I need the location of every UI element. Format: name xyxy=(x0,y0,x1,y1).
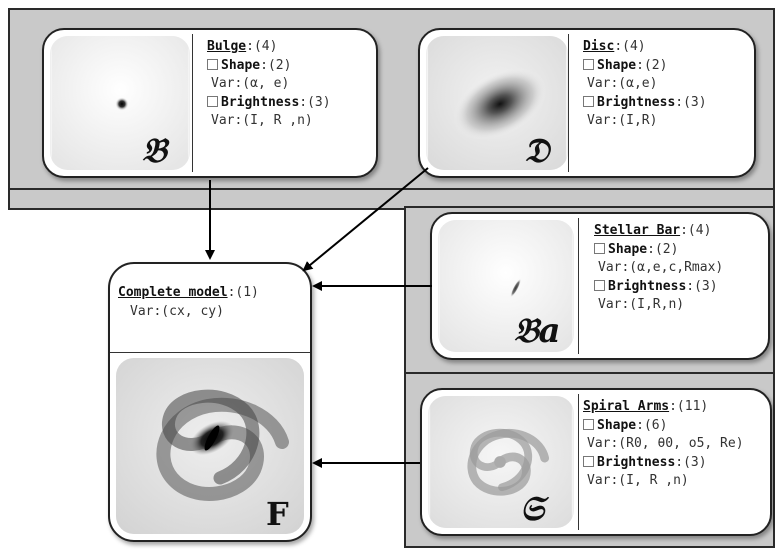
bar-brightness-label: Brightness xyxy=(608,278,687,294)
bulge-brightness-var: Var:(I, R ,n) xyxy=(211,113,313,128)
bar-info: Stellar Bar:(4) Shape:(2) Var:(α,e,c,Rma… xyxy=(594,222,723,315)
arms-brightness-var: Var:(I, R ,n) xyxy=(587,473,689,488)
disc-info: Disc:(4) Shape:(2) Var:(α,e) Brightness:… xyxy=(583,38,707,131)
disc-shape-count: :(2) xyxy=(636,57,668,73)
bulge-info: Bulge:(4) Shape:(2) Var:(α, e) Brightnes… xyxy=(207,38,331,131)
bulge-separator xyxy=(192,34,193,172)
checkbox-icon xyxy=(583,455,594,467)
disc-symbol: 𝔇 xyxy=(524,131,550,171)
checkbox-icon xyxy=(583,58,594,70)
complete-model-image xyxy=(116,358,304,534)
arms-shape-var: Var:(R0, θ0, o5, Re) xyxy=(587,436,744,451)
bulge-shape-var: Var:(α, e) xyxy=(211,76,290,91)
bar-card: 𝔅a Stellar Bar:(4) Shape:(2) Var:(α,e,c,… xyxy=(430,212,770,360)
bulge-brightness-label: Brightness xyxy=(221,94,300,110)
bar-symbol: 𝔅a xyxy=(514,311,561,351)
disc-brightness-var: Var:(I,R) xyxy=(587,113,658,128)
disc-separator xyxy=(568,34,569,172)
bulge-title: Bulge xyxy=(207,39,247,54)
checkbox-icon xyxy=(583,95,594,107)
bulge-image xyxy=(50,36,190,170)
arms-shape-count: :(6) xyxy=(636,417,668,433)
bar-image xyxy=(438,220,574,352)
disc-brightness-label: Brightness xyxy=(597,94,676,110)
bar-count: :(4) xyxy=(680,223,712,238)
bar-brightness-var: Var:(I,R,n) xyxy=(598,297,685,312)
disc-card: 𝔇 Disc:(4) Shape:(2) Var:(α,e) Brightnes… xyxy=(418,28,756,178)
complete-model-separator xyxy=(110,352,310,353)
bar-separator xyxy=(578,218,579,354)
checkbox-icon xyxy=(594,279,605,291)
arms-separator xyxy=(578,394,579,530)
bar-shape-count: :(2) xyxy=(647,241,679,257)
disc-shape-label: Shape xyxy=(597,57,637,73)
disc-title: Disc xyxy=(583,39,615,54)
disc-shape-var: Var:(α,e) xyxy=(587,76,658,91)
bar-brightness-count: :(3) xyxy=(686,278,718,294)
complete-model-title: Complete model xyxy=(118,285,228,300)
bar-shape-var: Var:(α,e,c,Rmax) xyxy=(598,260,724,275)
arms-card: 𝔖 Spiral Arms:(11) Shape:(6) Var:(R0, θ0… xyxy=(420,388,772,536)
disc-image xyxy=(426,36,568,170)
bulge-shape-count: :(2) xyxy=(260,57,292,73)
arms-brightness-label: Brightness xyxy=(597,454,676,470)
arms-symbol: 𝔖 xyxy=(520,489,544,529)
bulge-symbol: 𝔅 xyxy=(142,131,167,171)
arms-count: :(11) xyxy=(669,399,709,414)
checkbox-icon xyxy=(583,418,594,430)
disc-count: :(4) xyxy=(614,39,646,54)
bulge-shape-label: Shape xyxy=(221,57,261,73)
checkbox-icon xyxy=(207,58,218,70)
complete-model-var: Var:(cx, cy) xyxy=(130,303,224,319)
arms-image xyxy=(428,396,574,528)
complete-model-count: :(1) xyxy=(227,285,259,300)
bulge-card: 𝔅 Bulge:(4) Shape:(2) Var:(α, e) Brightn… xyxy=(42,28,378,178)
disc-brightness-count: :(3) xyxy=(675,94,707,110)
arms-brightness-count: :(3) xyxy=(675,454,707,470)
complete-model-header: Complete model:(1) Var:(cx, cy) xyxy=(118,284,259,321)
arms-shape-label: Shape xyxy=(597,417,637,433)
checkbox-icon xyxy=(207,95,218,107)
arms-title: Spiral Arms xyxy=(583,399,670,414)
checkbox-icon xyxy=(594,242,605,254)
bar-title: Stellar Bar xyxy=(594,223,681,238)
bulge-count: :(4) xyxy=(246,39,278,54)
arms-info: Spiral Arms:(11) Shape:(6) Var:(R0, θ0, … xyxy=(583,398,744,491)
complete-model-card: Complete model:(1) Var:(cx, cy) F xyxy=(108,262,312,542)
complete-model-symbol: F xyxy=(266,495,289,533)
bulge-brightness-count: :(3) xyxy=(299,94,331,110)
bar-shape-label: Shape xyxy=(608,241,648,257)
